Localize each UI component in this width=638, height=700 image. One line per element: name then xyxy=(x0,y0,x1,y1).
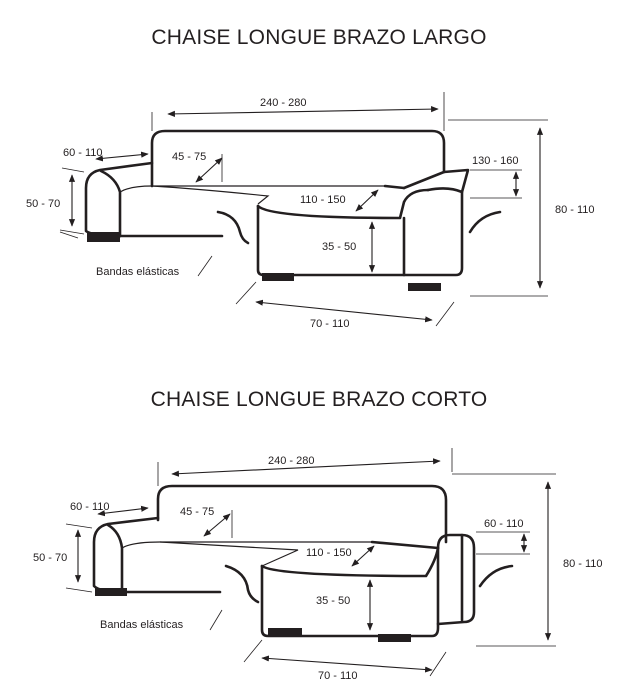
foot-right-largo xyxy=(408,283,441,291)
label-seat-corto: 110 - 150 xyxy=(306,547,352,559)
label-short-arm-corto: 60 - 110 xyxy=(484,518,524,530)
elastic-band-left-largo xyxy=(216,210,250,245)
title-brazo-largo: CHAISE LONGUE BRAZO LARGO xyxy=(151,26,487,49)
short-arm-corto xyxy=(436,533,476,626)
elastic-band-left-corto xyxy=(224,564,260,604)
label-total-height-largo: 80 - 110 xyxy=(555,204,595,216)
label-chaise-width-corto: 70 - 110 xyxy=(318,670,358,682)
labels-corto: 240 - 280 60 - 110 45 - 75 50 - 70 60 - … xyxy=(33,455,603,682)
foot-mid-corto xyxy=(268,628,302,636)
label-arm-depth-corto: 60 - 110 xyxy=(70,501,110,513)
label-width-corto: 240 - 280 xyxy=(268,455,314,467)
elastic-band-right-corto xyxy=(478,564,514,588)
label-chaise-arm-largo: 130 - 160 xyxy=(472,155,518,167)
dimensions-largo xyxy=(59,92,548,327)
sofa-corto xyxy=(92,484,514,642)
label-arm-height-largo: 50 - 70 xyxy=(26,198,60,210)
chaise-largo xyxy=(256,190,464,277)
foot-left-corto xyxy=(95,588,127,596)
left-arm-corto xyxy=(92,516,160,594)
elastic-band-right-largo xyxy=(468,210,502,234)
chaise-corto xyxy=(260,546,440,638)
label-backrest-largo: 45 - 75 xyxy=(172,151,206,163)
label-seat-height-largo: 35 - 50 xyxy=(322,241,356,253)
foot-right-corto xyxy=(378,634,411,642)
foot-left-largo xyxy=(87,232,120,242)
label-total-height-corto: 80 - 110 xyxy=(563,558,603,570)
label-chaise-width-largo: 70 - 110 xyxy=(310,318,350,330)
label-bands-largo: Bandas elásticas xyxy=(96,266,180,278)
label-width-largo: 240 - 280 xyxy=(260,97,306,109)
label-arm-height-corto: 50 - 70 xyxy=(33,552,67,564)
sofa-largo xyxy=(84,129,502,291)
backrest-largo xyxy=(150,129,446,188)
label-seat-largo: 110 - 150 xyxy=(300,194,346,206)
label-bands-corto: Bandas elásticas xyxy=(100,619,184,631)
foot-mid-largo xyxy=(262,273,294,281)
dimensions-corto xyxy=(65,448,556,677)
label-backrest-corto: 45 - 75 xyxy=(180,506,214,518)
title-brazo-corto: CHAISE LONGUE BRAZO CORTO xyxy=(150,388,488,411)
backrest-corto xyxy=(156,484,448,544)
labels-largo: 240 - 280 60 - 110 45 - 75 50 - 70 130 -… xyxy=(26,97,595,330)
label-arm-depth-largo: 60 - 110 xyxy=(63,147,103,159)
label-seat-height-corto: 35 - 50 xyxy=(316,595,350,607)
